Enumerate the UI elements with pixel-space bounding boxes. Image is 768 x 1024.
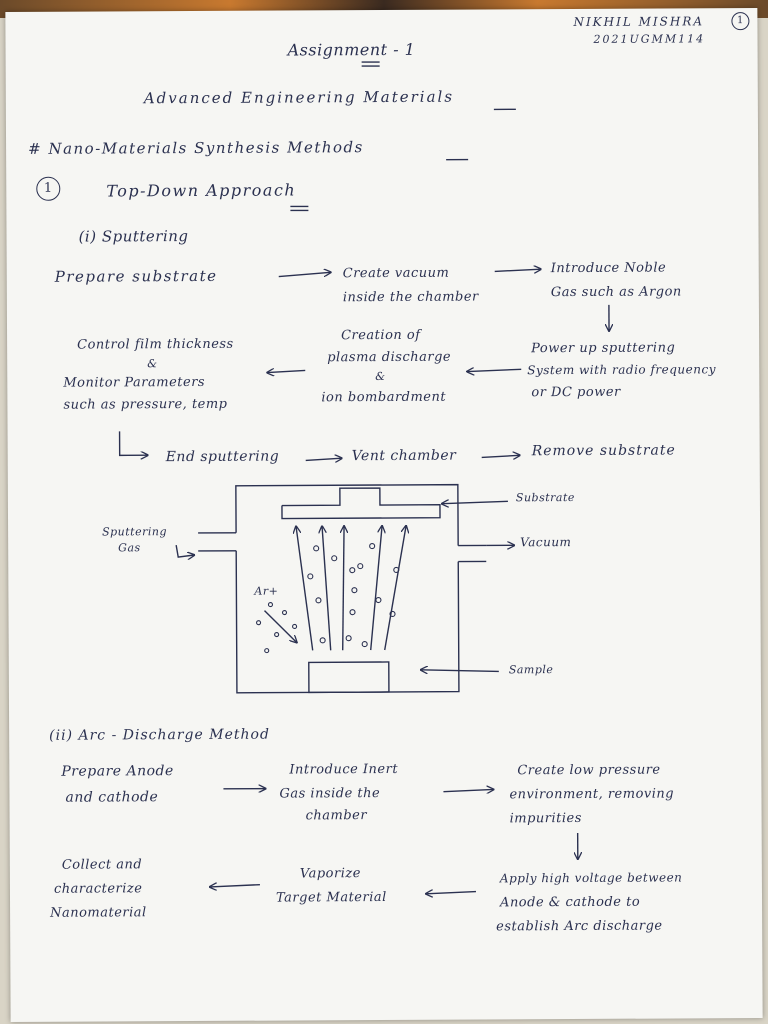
particle-10 bbox=[345, 635, 352, 642]
particle-16 bbox=[267, 602, 274, 608]
flow-arrow-1 bbox=[278, 272, 331, 278]
arc-arrow-5 bbox=[210, 885, 260, 887]
particle-18 bbox=[256, 620, 262, 626]
arc-arrow-2 bbox=[443, 789, 493, 791]
particle-4 bbox=[319, 637, 326, 644]
particle-21 bbox=[292, 623, 298, 630]
particle-11 bbox=[369, 543, 376, 550]
trajectory-2 bbox=[322, 526, 332, 651]
substrate-holder bbox=[281, 487, 441, 520]
particle-2 bbox=[307, 573, 314, 580]
sample-target bbox=[308, 661, 390, 694]
pointer-substrate bbox=[442, 501, 508, 503]
ink-drawings bbox=[118, 61, 762, 1022]
trajectory-4 bbox=[370, 526, 383, 651]
flow-arrow-5 bbox=[267, 370, 306, 372]
flow-arrow-8 bbox=[481, 455, 520, 457]
particle-13 bbox=[361, 641, 368, 648]
arc-arrow-4 bbox=[426, 892, 477, 894]
particle-6 bbox=[349, 567, 356, 574]
pointer-gas bbox=[175, 544, 194, 557]
flow-arrow-7 bbox=[305, 458, 342, 460]
ion-arrow bbox=[264, 610, 296, 642]
particle-19 bbox=[274, 632, 280, 638]
particle bbox=[313, 545, 320, 552]
flow-arrow-4 bbox=[467, 369, 522, 371]
particle-14 bbox=[393, 566, 400, 573]
trajectory-5 bbox=[384, 526, 407, 651]
particle-17 bbox=[281, 609, 288, 616]
particle-5 bbox=[331, 555, 338, 562]
pointer-sample bbox=[421, 669, 499, 671]
flow-arrow-2 bbox=[494, 269, 541, 271]
particle-7 bbox=[357, 563, 364, 570]
particle-8 bbox=[351, 587, 358, 594]
particle-20 bbox=[264, 648, 270, 654]
flow-connector-6 bbox=[118, 431, 148, 455]
trajectory-3 bbox=[342, 526, 345, 651]
trajectory bbox=[296, 526, 314, 651]
particle-9 bbox=[349, 609, 356, 616]
particle-3 bbox=[315, 597, 322, 604]
chamber-wall bbox=[235, 483, 459, 546]
handwritten-page: NIKHIL MISHRA 1 2021UGMM114 Assignment -… bbox=[5, 8, 763, 1022]
particle-12 bbox=[375, 596, 382, 604]
chamber-wall-2 bbox=[235, 550, 460, 694]
particle-15 bbox=[389, 610, 396, 618]
